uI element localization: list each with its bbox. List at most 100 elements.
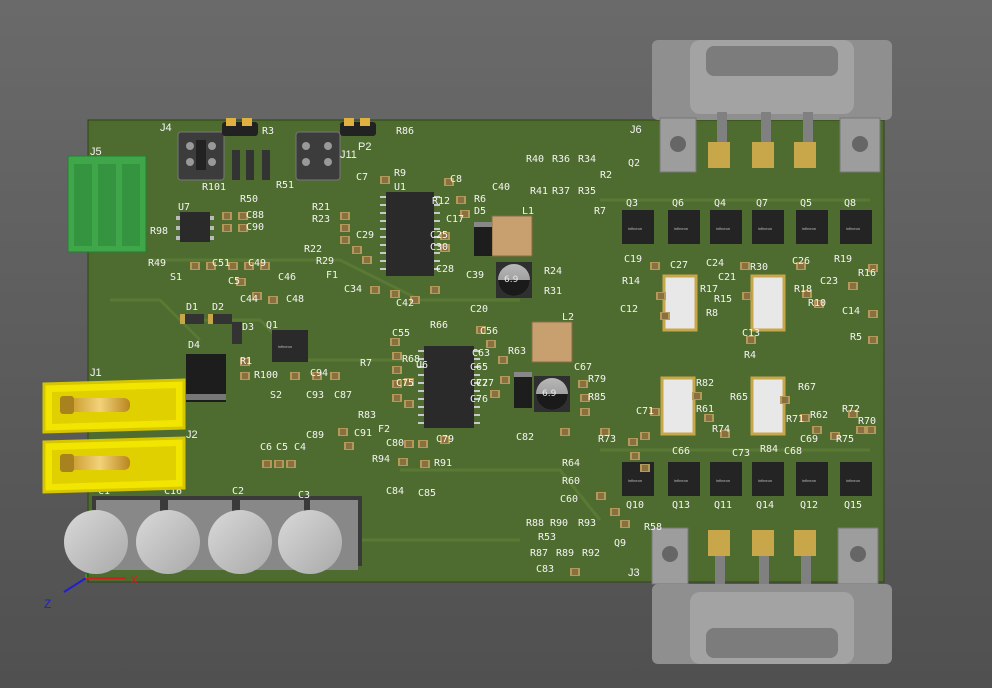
connector-j2[interactable]: J2 — [42, 429, 198, 494]
designator-c8: C8 — [450, 174, 462, 185]
j4-label: J4 — [160, 122, 172, 134]
designator-r21: R21 — [312, 202, 330, 213]
designator-c42: C42 — [396, 298, 414, 309]
c3-label: C3 — [298, 490, 310, 501]
designator-r86: R86 — [396, 126, 414, 137]
designator-r41: R41 — [530, 186, 548, 197]
designator-r5: R5 — [850, 332, 862, 343]
l2-label: L2 — [562, 312, 574, 323]
designator-r18: R18 — [794, 284, 812, 295]
designator-r6: R6 — [474, 194, 486, 205]
connector-j5[interactable]: J5 — [67, 146, 147, 253]
designator-r31: R31 — [544, 286, 562, 297]
mosfet-vendor-mark: infineon — [674, 226, 688, 231]
designator-c12: C12 — [620, 304, 638, 315]
mosfet-vendor-mark: infineon — [802, 226, 816, 231]
connector-j4[interactable]: J4 — [160, 122, 225, 181]
ic-u7[interactable]: U7 — [176, 202, 214, 242]
designator-c21: C21 — [718, 272, 736, 283]
mosfet-vendor-mark: infineon — [674, 478, 688, 483]
designator-r63: R63 — [508, 346, 526, 357]
mosfet-row-bottom[interactable]: infineonQ10infineonQ13infineonQ11infineo… — [622, 462, 872, 511]
designator-c28: C28 — [436, 264, 454, 275]
designator-c76: C76 — [470, 394, 488, 405]
designator-c14: C14 — [842, 306, 860, 317]
designator-c60: C60 — [560, 494, 578, 505]
inductor-l2[interactable]: L2 — [531, 312, 574, 363]
designator-c83: C83 — [536, 564, 554, 575]
designator-r53: R53 — [538, 532, 556, 543]
designator-r7x: R7 — [360, 358, 372, 369]
mosfet-row-top[interactable]: infineonQ3infineonQ6infineonQ4infineonQ7… — [622, 198, 872, 244]
designator-r101: R101 — [202, 182, 226, 193]
inductor-l1[interactable]: L1 — [491, 206, 534, 257]
connector-j6[interactable]: J6 — [630, 40, 892, 173]
designator-d2: D2 — [212, 302, 224, 313]
c16-label: C16 — [164, 486, 182, 497]
designator-c73: C73 — [732, 448, 750, 459]
ic-u1[interactable]: U1 — [380, 182, 440, 276]
designator-f1: F1 — [326, 270, 338, 281]
designator-r2: R2 — [600, 170, 612, 181]
designator-c4: C4 — [294, 442, 306, 453]
diode-d14[interactable] — [514, 372, 532, 408]
diode-d4[interactable]: D4 — [186, 340, 226, 402]
designator-c17: C17 — [446, 214, 464, 225]
elcap-c20[interactable]: 6.9 C20 — [470, 262, 532, 315]
diodes-d1-d2[interactable] — [180, 314, 242, 344]
mosfet-label: Q10 — [626, 500, 644, 511]
mosfet-label: Q4 — [714, 198, 726, 209]
elcap-c82[interactable]: 6.9 C82 — [516, 376, 570, 443]
designator-r36: R36 — [552, 154, 570, 165]
designator-c46: C46 — [278, 272, 296, 283]
mosfet-label: Q13 — [672, 500, 690, 511]
bulk-capacitors[interactable]: C1 C16 C2 C3 — [64, 486, 362, 574]
designator-c87: C87 — [334, 390, 352, 401]
elcap-c3[interactable]: C3 — [278, 490, 358, 574]
designator-c30: C30 — [430, 242, 448, 253]
ic-u6[interactable]: U6 — [416, 346, 480, 428]
designator-r62: R62 — [810, 410, 828, 421]
u6-label: U6 — [416, 360, 428, 371]
shunt-resistors[interactable] — [660, 274, 786, 436]
connector-j1[interactable]: J1 — [42, 367, 186, 434]
designator-r60: R60 — [562, 476, 580, 487]
mosfet-vendor-mark: infineon — [716, 478, 730, 483]
designator-r29: R29 — [316, 256, 334, 267]
designator-c26: C26 — [792, 256, 810, 267]
designator-c24: C24 — [706, 258, 724, 269]
designator-q9: Q9 — [614, 538, 626, 549]
designator-c66: C66 — [672, 446, 690, 457]
diode-d5[interactable] — [474, 222, 492, 256]
designator-r40: R40 — [526, 154, 544, 165]
designator-r71: R71 — [786, 414, 804, 425]
connector-j3[interactable]: J3 — [628, 527, 892, 664]
designator-r85: R85 — [588, 392, 606, 403]
c82-label: C82 — [516, 432, 534, 443]
connector-j11[interactable]: J11 — [295, 131, 357, 181]
mosfet-vendor-mark: infineon — [802, 478, 816, 483]
designator-c5x: C5 — [276, 442, 288, 453]
designator-r73: R73 — [598, 434, 616, 445]
mosfet-vendor-mark: infineon — [628, 478, 642, 483]
axis-z-label: Z — [44, 597, 51, 611]
mosfet-q1[interactable]: infineon Q1 — [266, 320, 308, 362]
designator-r88: R88 — [526, 518, 544, 529]
designator-r30: R30 — [750, 262, 768, 273]
jumper-block-top[interactable]: P2 — [222, 118, 376, 153]
designator-r72: R72 — [842, 404, 860, 415]
designator-r22: R22 — [304, 244, 322, 255]
designator-r82: R82 — [696, 378, 714, 389]
